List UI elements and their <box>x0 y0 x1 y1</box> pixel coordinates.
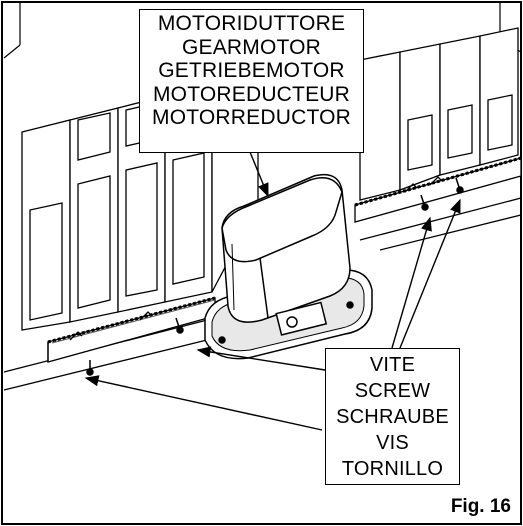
gearmotor-label-line: MOTORIDUTTORE <box>157 12 346 35</box>
figure-caption: Fig. 16 <box>450 496 511 517</box>
screw-label-line: VITE <box>369 354 416 376</box>
gearmotor <box>204 173 373 360</box>
gearmotor-label-line: MOTORREDUCTOR <box>152 106 351 129</box>
screw-label-line: SCHRAUBE <box>336 406 449 428</box>
arrow-to-screw-base <box>196 346 326 371</box>
screw-label-line: SCREW <box>354 380 431 402</box>
screw-2 <box>175 317 184 334</box>
arrow-to-gearmotor <box>249 151 269 198</box>
screw-1 <box>86 360 94 376</box>
arrow-to-screw-4 <box>399 198 461 349</box>
gear-rack-right <box>354 156 522 223</box>
screw-3 <box>420 194 429 211</box>
gearmotor-label: MOTORIDUTTORE GEARMOTOR GETRIEBEMOTOR MO… <box>139 9 364 153</box>
screw-label-line: VIS <box>376 432 409 454</box>
gearmotor-label-line: GEARMOTOR <box>181 35 322 59</box>
arrow-to-screw-3 <box>391 216 432 349</box>
callout-arrows <box>84 151 461 431</box>
screw-label: VITE SCREW SCHRAUBE VIS TORNILLO <box>325 348 460 485</box>
arrow-to-screw-1 <box>84 375 323 431</box>
screw-label-line: TORNILLO <box>341 458 444 480</box>
gearmotor-label-line: MOTOREDUCTEUR <box>152 82 351 106</box>
gearmotor-label-line: GETRIEBEMOTOR <box>158 59 345 82</box>
screws <box>86 177 464 376</box>
screw-4 <box>455 177 464 194</box>
